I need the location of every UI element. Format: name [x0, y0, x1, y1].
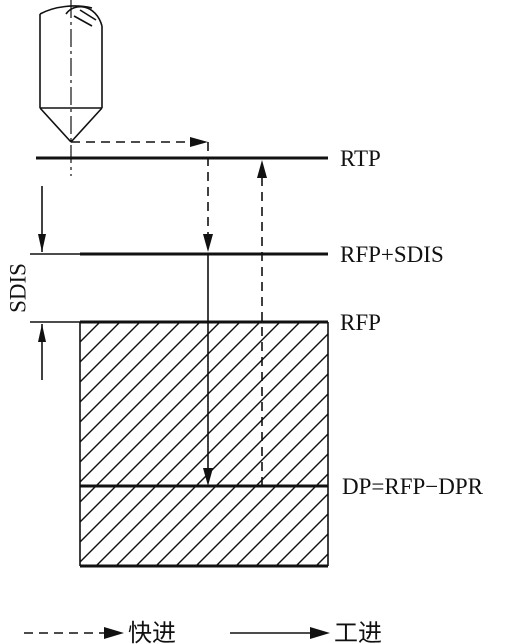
rfp-label: RFP	[340, 310, 381, 335]
rapid-arrow-up-icon	[257, 160, 267, 178]
sdis-arrow-down-icon	[38, 234, 46, 252]
hatch-line	[275, 513, 328, 566]
sdis-dimension: SDIS	[5, 186, 46, 380]
hatch-line	[115, 353, 328, 566]
hatch-line	[80, 322, 81, 323]
hatch-line	[195, 433, 328, 566]
hatch-line	[175, 413, 328, 566]
hatch-line	[255, 493, 328, 566]
hatch-line	[155, 393, 328, 566]
legend-feed-arrow-icon	[310, 627, 330, 639]
workpiece-hatching	[80, 322, 532, 566]
drill-point-left	[39, 107, 72, 143]
hatch-line	[135, 373, 328, 566]
hatch-line	[235, 473, 328, 566]
hatch-line	[80, 322, 101, 343]
hatch-line	[95, 333, 328, 566]
feed-path	[203, 254, 213, 486]
hatch-line	[315, 553, 328, 566]
hatch-line	[80, 322, 161, 403]
drill-break-right	[65, 5, 103, 27]
rtp-label: RTP	[340, 146, 381, 171]
rapid-arrow-down-icon	[203, 234, 213, 252]
hatch-line	[80, 322, 261, 503]
drill-point-right	[70, 107, 103, 143]
hatch-line	[80, 322, 141, 383]
hatch-line	[80, 322, 241, 483]
workpiece	[79, 322, 532, 568]
sdis-arrow-up-icon	[38, 324, 46, 342]
dp-label: DP=RFP−DPR	[342, 474, 484, 499]
hatch-line	[215, 453, 328, 566]
hatch-line	[80, 322, 281, 523]
hatch-line	[80, 322, 301, 543]
legend-rapid-arrow-icon	[104, 627, 124, 639]
hatch-line	[80, 322, 201, 443]
legend-rapid-label: 快进	[128, 619, 176, 644]
feed-arrow-down-icon	[203, 468, 213, 486]
hatch-line	[80, 322, 321, 563]
legend: 快进 工进	[24, 619, 382, 644]
sdis-label: SDIS	[5, 263, 30, 313]
legend-feed-label: 工进	[334, 619, 382, 644]
hatch-line	[80, 322, 121, 363]
hatch-line	[336, 322, 532, 566]
hatch-line	[80, 322, 221, 463]
hatch-line	[80, 322, 181, 423]
rapid-arrow-right-icon	[190, 137, 208, 147]
hatch-line	[295, 533, 328, 566]
drill-break-hatch-2	[73, 15, 93, 27]
drill-break-top	[39, 5, 93, 15]
rapid-path	[71, 137, 267, 486]
drill-break-hatch-1	[79, 9, 97, 21]
drill-icon	[39, 0, 103, 176]
rfp-sdis-label: RFP+SDIS	[340, 242, 444, 267]
